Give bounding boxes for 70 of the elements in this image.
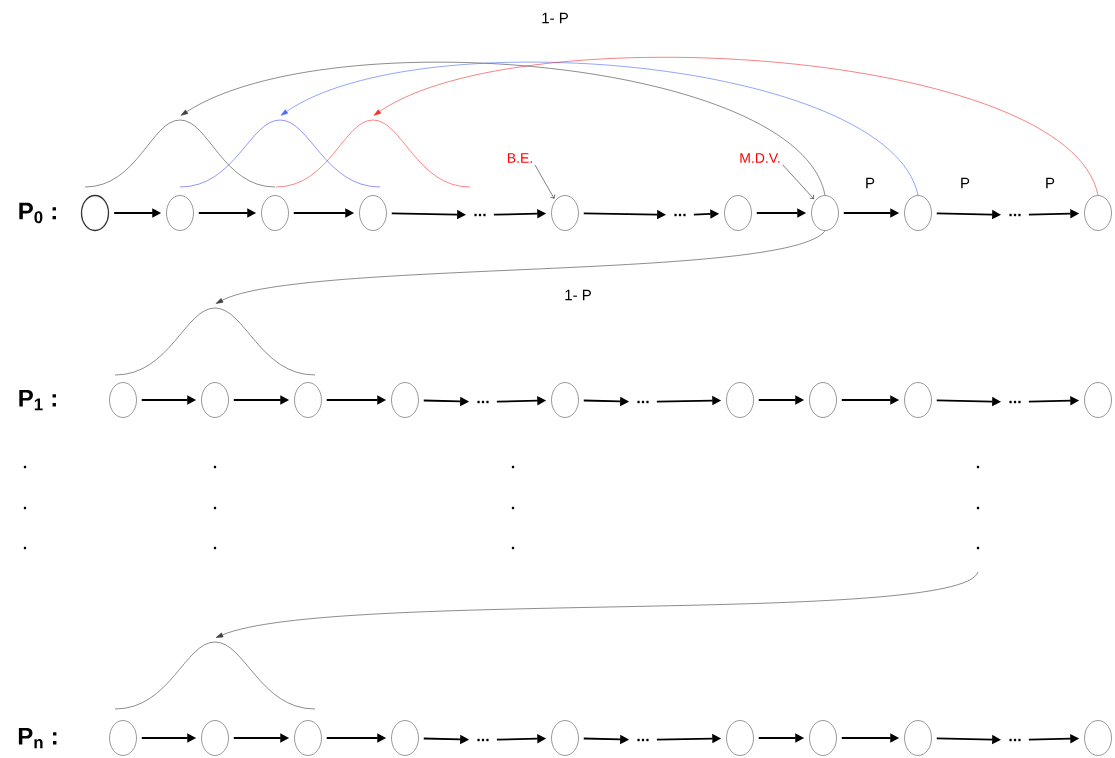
row-label: P$_{n}$ :: [18, 727, 57, 749]
curved-arrow: [280, 62, 919, 196]
ellipsis: ...: [1009, 738, 1021, 742]
curved-arrow: [373, 57, 1099, 196]
dot: .: [23, 546, 27, 550]
state-circle: [551, 720, 579, 756]
state-circle: [391, 382, 419, 418]
dot: .: [213, 506, 217, 510]
state-circle: [904, 195, 932, 231]
bell-curve: [84, 119, 276, 188]
state-circle: [1084, 195, 1112, 231]
dot: .: [23, 465, 27, 469]
state-circle: [904, 382, 932, 418]
ellipsis: ...: [674, 213, 686, 217]
state-circle: [1084, 382, 1112, 418]
state-circle: [201, 720, 229, 756]
state-circle: [294, 382, 322, 418]
dot: .: [511, 465, 515, 469]
curved-arrow: [215, 230, 826, 304]
dot: .: [511, 506, 515, 510]
dot: .: [511, 546, 515, 550]
state-circle: [391, 720, 419, 756]
leader-line: [534, 164, 556, 199]
state-circle: [809, 720, 837, 756]
state-circle: [551, 382, 579, 418]
state-circle: [359, 195, 387, 231]
state-circle: [551, 195, 579, 231]
dot: .: [213, 546, 217, 550]
curved-arrow: [180, 62, 826, 196]
edge-label: P: [864, 176, 876, 190]
ellipsis: ...: [477, 400, 489, 404]
row-label: P$_{1}$ :: [19, 389, 56, 411]
state-circle: [726, 720, 754, 756]
state-circle: [811, 195, 839, 231]
state-circle: [294, 720, 322, 756]
dot: .: [23, 506, 27, 510]
bell-curve: [275, 119, 471, 188]
annotation-text: B.E.: [507, 153, 532, 163]
curved-arrow: [215, 571, 979, 638]
ellipsis: ...: [1009, 213, 1021, 217]
dot: .: [976, 546, 980, 550]
state-circle: [166, 195, 194, 231]
state-circle: [201, 382, 229, 418]
edge-label: P: [959, 176, 971, 190]
edge-label: P: [1044, 176, 1056, 190]
ellipsis: ...: [474, 213, 486, 217]
bell-curve: [179, 119, 381, 188]
dot: .: [976, 506, 980, 510]
ellipsis: ...: [477, 738, 489, 742]
ellipsis: ...: [637, 738, 649, 742]
state-circle: [261, 195, 289, 231]
bell-curve: [114, 641, 316, 710]
ellipsis: ...: [637, 400, 649, 404]
edge-label: 1- P: [563, 288, 593, 302]
state-circle: [109, 382, 137, 418]
dot: .: [976, 465, 980, 469]
bell-curve: [114, 307, 316, 376]
state-circle: [80, 194, 110, 232]
state-circle: [1084, 720, 1112, 756]
state-circle: [724, 195, 752, 231]
state-circle: [809, 382, 837, 418]
ellipsis: ...: [1009, 400, 1021, 404]
edge-label: 1- P: [540, 11, 570, 25]
leader-line: [782, 164, 814, 199]
annotation-text: M.D.V.: [740, 153, 780, 163]
state-circle: [109, 720, 137, 756]
row-label: P$_{0}$ :: [19, 202, 56, 224]
state-circle: [726, 382, 754, 418]
dot: .: [213, 465, 217, 469]
state-circle: [904, 720, 932, 756]
